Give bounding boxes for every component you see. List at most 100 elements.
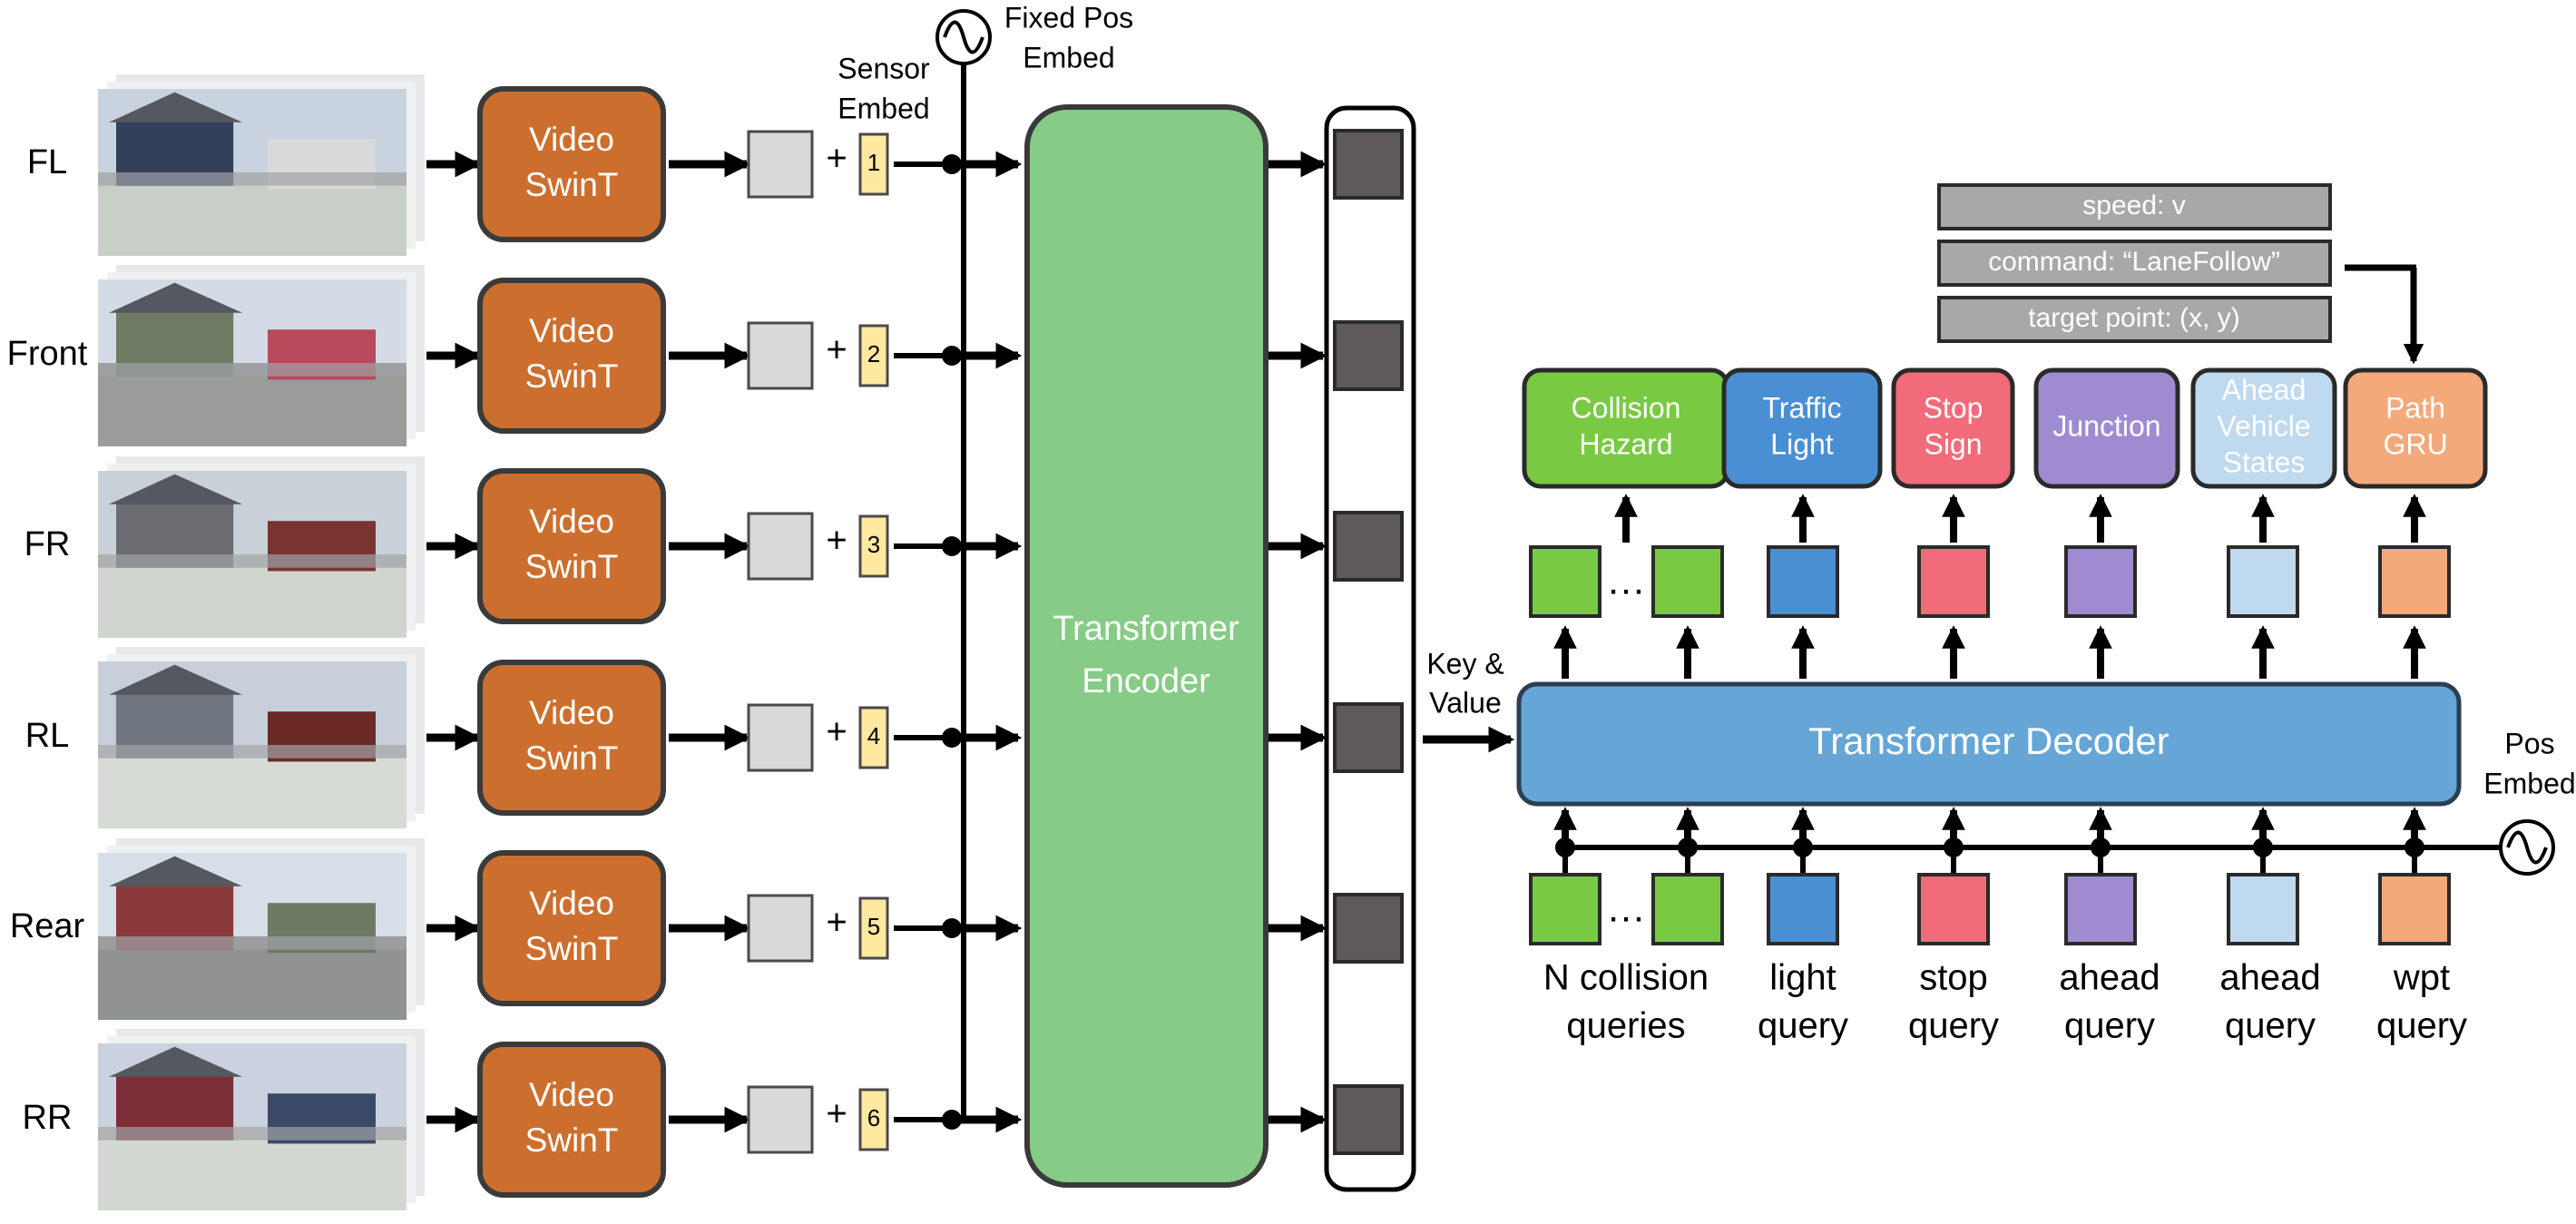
output-square-collision-b — [1651, 545, 1724, 618]
sensor-embed-tag-1 — [858, 132, 889, 196]
camera-image-6 — [98, 1043, 406, 1210]
sensor-embed-number-6: 6 — [867, 1104, 880, 1131]
query-label-stop-line1: stop — [1919, 958, 1988, 998]
query-square-ahead-b — [2227, 873, 2299, 945]
plus-sign-5: + — [826, 903, 847, 943]
video-swint-label-line2-4: SwinT — [525, 739, 619, 777]
camera-image-4 — [98, 661, 406, 828]
sensor-embed-number-4: 4 — [867, 722, 880, 749]
query-square-ahead-a — [2064, 873, 2137, 945]
video-swint-label-line1-3: Video — [529, 503, 614, 540]
input-command-label: command: “LaneFollow” — [1988, 247, 2280, 277]
sensor-embed-number-2: 2 — [867, 340, 880, 367]
sensor-embed-number-1: 1 — [867, 149, 880, 176]
sensor-embed-number-3: 3 — [867, 531, 880, 558]
query-square-collision-b — [1651, 873, 1724, 945]
output-square-ahead-a — [2064, 545, 2137, 618]
head-ahead — [2190, 367, 2337, 489]
transformer-decoder-label: Transformer Decoder — [1808, 720, 2170, 762]
encoded-tokens-container — [1324, 105, 1416, 1192]
transformer-encoder-block — [1024, 104, 1268, 1188]
video-swint-block-1 — [477, 86, 666, 242]
head-ahead-label-line1: Ahead — [2222, 373, 2307, 406]
pos-embed-label-line2: Embed — [2483, 767, 2575, 799]
head-stop-label-line2: Sign — [1924, 427, 1982, 460]
sensor-embed-label-line1: Sensor — [837, 52, 930, 84]
video-swint-label-line1-6: Video — [529, 1076, 614, 1113]
feature-token-2 — [747, 321, 814, 390]
key-value-label-line1: Key & — [1426, 647, 1503, 680]
video-swint-label-line2-1: SwinT — [525, 166, 619, 203]
input-box-target — [1937, 296, 2332, 343]
query-label-ahead_a-line2: query — [2064, 1006, 2155, 1046]
pos-embed-label-line1: Pos — [2504, 727, 2554, 759]
query-label-wpt-line1: wpt — [2393, 958, 2450, 998]
query-label-collision-line1: N collision — [1543, 958, 1709, 998]
encoded-token-5 — [1333, 893, 1404, 964]
video-swint-label-line2-6: SwinT — [525, 1121, 619, 1159]
head-junction-label-line1: Junction — [2052, 409, 2160, 442]
video-swint-label-line1-5: Video — [529, 885, 614, 922]
head-collision-label-line1: Collision — [1572, 391, 1681, 424]
head-traffic-label-line1: Traffic — [1762, 391, 1841, 424]
video-swint-label-line1-1: Video — [529, 121, 614, 158]
head-path-label-line2: GRU — [2383, 427, 2447, 460]
feature-token-1 — [747, 130, 814, 199]
head-ahead-label-line2: Vehicle — [2217, 409, 2310, 442]
sensor-embed-tag-3 — [858, 514, 889, 578]
head-path — [2343, 367, 2488, 489]
query-square-light — [1767, 873, 1839, 945]
sensor-embed-tag-2 — [858, 324, 889, 387]
feature-token-6 — [747, 1085, 814, 1154]
output-square-ahead-b — [2227, 545, 2299, 618]
query-square-wpt — [2378, 873, 2451, 945]
encoded-token-3 — [1333, 511, 1404, 582]
query-label-wpt-line2: query — [2376, 1006, 2467, 1046]
camera-image-1 — [98, 89, 406, 256]
camera-image-2 — [98, 279, 406, 446]
feature-token-3 — [747, 512, 814, 581]
feature-token-4 — [747, 703, 814, 772]
camera-label-2: Front — [7, 335, 88, 373]
output-square-stop — [1917, 545, 1990, 618]
camera-label-6: RR — [23, 1099, 73, 1137]
query-ellipsis: … — [1606, 886, 1646, 931]
video-swint-block-4 — [477, 660, 666, 816]
head-traffic-label-line2: Light — [1770, 427, 1834, 460]
head-collision-label-line2: Hazard — [1579, 427, 1672, 460]
query-label-ahead_a-line1: ahead — [2059, 958, 2160, 998]
plus-sign-6: + — [826, 1094, 847, 1134]
video-swint-block-3 — [477, 468, 666, 624]
head-stop-label-line1: Stop — [1924, 391, 1983, 424]
query-square-stop — [1917, 873, 1990, 945]
camera-image-3 — [98, 471, 406, 638]
input-box-speed — [1937, 183, 2332, 230]
plus-sign-2: + — [826, 330, 847, 370]
plus-sign-1: + — [826, 139, 847, 179]
video-swint-label-line2-2: SwinT — [525, 357, 619, 395]
transformer-encoder-label-line1: Transformer — [1053, 610, 1239, 648]
head-traffic — [1721, 367, 1883, 489]
transformer-encoder-label-line2: Encoder — [1082, 662, 1210, 700]
camera-label-1: FL — [27, 143, 67, 181]
camera-label-3: FR — [24, 525, 71, 563]
camera-label-5: Rear — [10, 907, 85, 945]
input-box-command — [1937, 240, 2332, 287]
query-label-light-line1: light — [1769, 958, 1836, 998]
plus-sign-3: + — [826, 521, 847, 561]
head-stop — [1891, 367, 2015, 489]
encoded-token-1 — [1333, 129, 1404, 200]
head-path-label-line1: Path — [2385, 391, 2445, 424]
query-square-collision-a — [1529, 873, 1601, 945]
output-square-collision-a — [1529, 545, 1601, 618]
video-swint-block-6 — [477, 1042, 666, 1198]
query-label-ahead_b-line2: query — [2225, 1006, 2316, 1046]
head-junction — [2033, 367, 2180, 489]
output-square-light — [1767, 545, 1839, 618]
video-swint-label-line1-2: Video — [529, 312, 614, 349]
input-target-label: target point: (x, y) — [2028, 303, 2239, 333]
transformer-decoder-block — [1516, 681, 2462, 807]
plus-sign-4: + — [826, 712, 847, 752]
sensor-embed-tag-6 — [858, 1088, 889, 1151]
input-speed-label: speed: v — [2082, 191, 2185, 220]
